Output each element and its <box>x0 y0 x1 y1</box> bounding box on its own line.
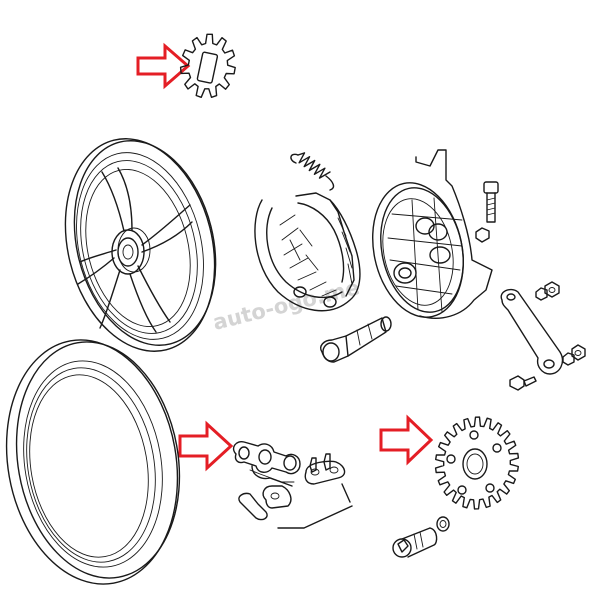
wheel-rim-icon <box>64 138 217 352</box>
arrow-chain-icon <box>178 420 234 472</box>
axle-icon <box>320 316 392 363</box>
small-sprocket-icon <box>179 33 236 98</box>
brake-shoe-icon <box>254 192 361 312</box>
spring-icon <box>290 152 335 191</box>
bolt-icon <box>475 181 499 243</box>
chain-icon <box>232 440 353 529</box>
sprocket-bolt-icon <box>392 516 450 558</box>
large-sprocket-icon <box>434 416 520 510</box>
watermark-text: auto-ogo.me <box>210 275 362 335</box>
brake-arm-icon <box>500 281 586 391</box>
arrow-sprocket-icon <box>379 414 434 466</box>
arrow-top-icon <box>136 42 191 90</box>
tire-icon <box>5 339 181 585</box>
backing-plate-icon <box>371 149 493 319</box>
